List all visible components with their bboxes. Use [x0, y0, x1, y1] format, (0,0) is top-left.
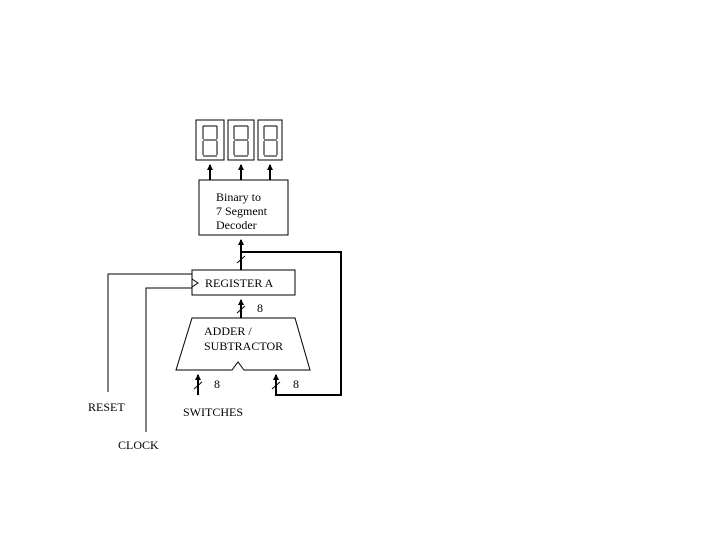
- switches-bus-width: 8: [214, 377, 220, 391]
- decoder-block: [198, 179, 289, 236]
- reset-label: RESET: [88, 400, 125, 414]
- decoder-label-line-1: Binary to: [216, 190, 261, 204]
- adder-label-line-1: ADDER /: [204, 324, 252, 338]
- decoder-label-line-3: Decoder: [216, 218, 257, 232]
- feedback-bus-width: 8: [293, 377, 299, 391]
- reset-line: [107, 273, 192, 392]
- clock-label: CLOCK: [118, 438, 159, 452]
- seven-segment-display-1: [195, 119, 225, 161]
- switches-bus-slash: [193, 381, 203, 390]
- decoder-label-line-2: 7 Segment: [216, 204, 268, 218]
- switches-label: SWITCHES: [183, 405, 243, 419]
- feedback-bus-slash: [271, 381, 281, 390]
- seven-segment-display-2: [227, 119, 255, 161]
- clock-line: [145, 287, 192, 432]
- adder-to-register-bus-slash: [236, 305, 246, 314]
- register-a-block: [191, 269, 296, 296]
- seven-segment-display-3: [257, 119, 283, 161]
- register-a-label: REGISTER A: [205, 276, 274, 290]
- register-to-decoder-bus-slash: [236, 255, 246, 264]
- adder-label-line-2: SUBTRACTOR: [204, 339, 283, 353]
- adder-output-bus-width: 8: [257, 301, 263, 315]
- adder-subtractor-block: [175, 317, 311, 371]
- feedback-bus-line: [241, 251, 342, 396]
- clock-input-triangle: [191, 278, 199, 288]
